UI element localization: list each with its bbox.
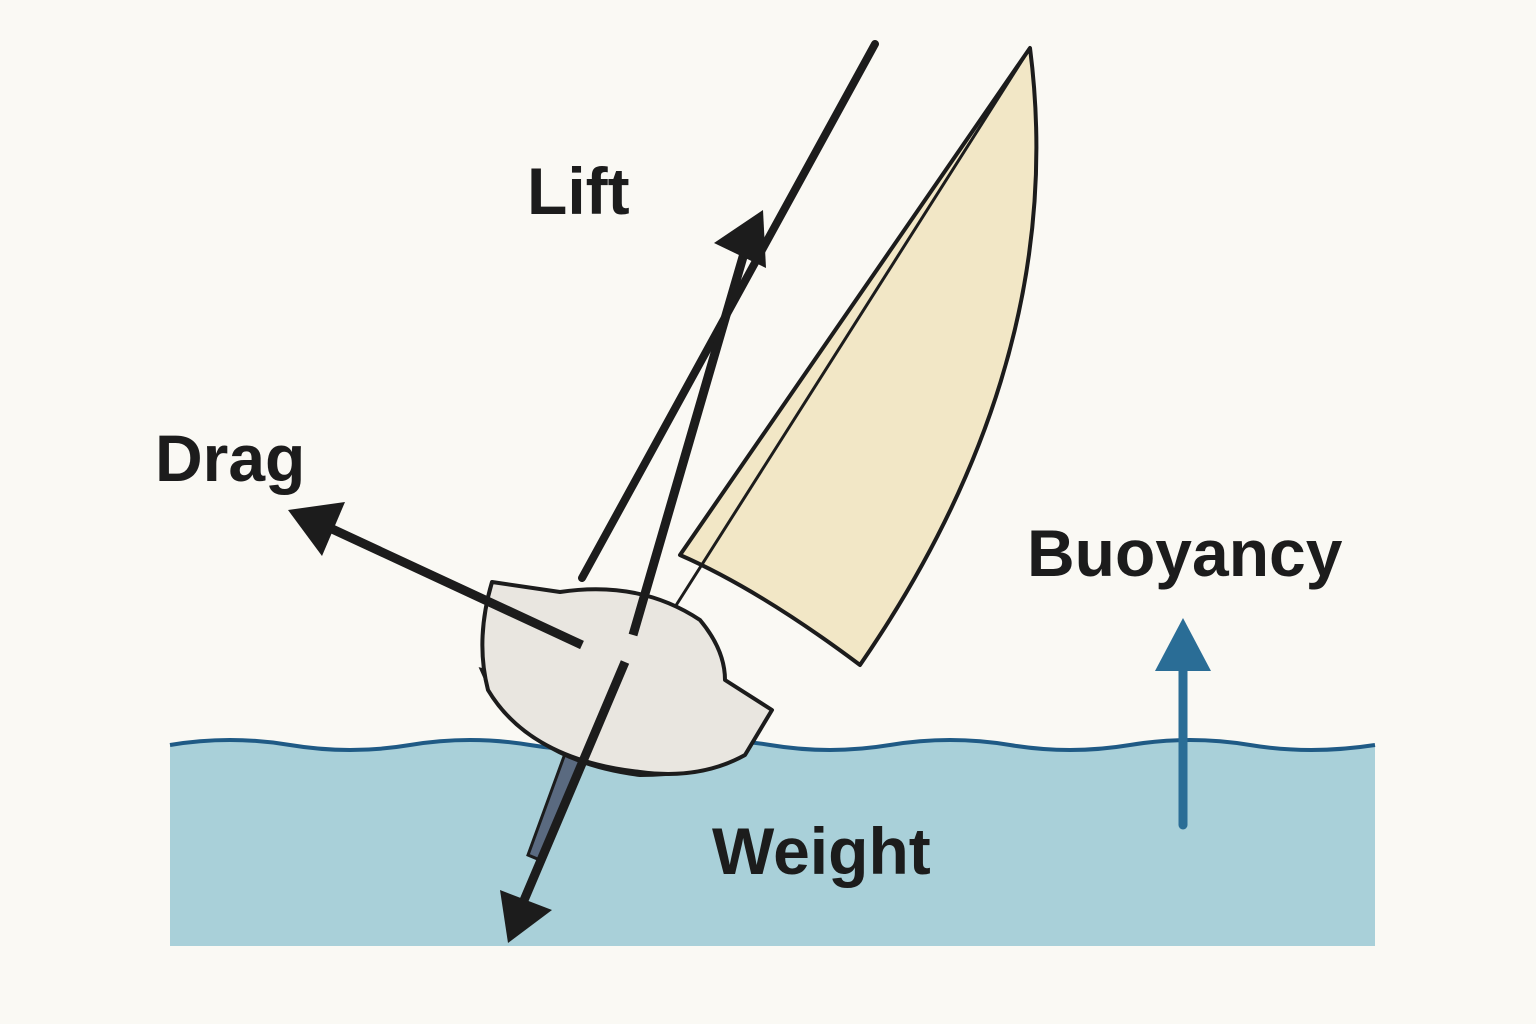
weight-arrow xyxy=(500,660,630,943)
sail xyxy=(678,46,1039,667)
lift-arrow xyxy=(628,210,766,637)
buoyancy-arrow xyxy=(1155,618,1211,830)
buoyancy-label: Buoyancy xyxy=(1027,516,1343,590)
drag-label: Drag xyxy=(155,421,306,495)
drag-arrow xyxy=(288,502,584,650)
weight-label: Weight xyxy=(712,814,931,888)
water-surface-line xyxy=(169,738,1376,752)
lift-label: Lift xyxy=(527,154,630,228)
water xyxy=(170,740,1375,946)
jib-line xyxy=(666,47,1032,619)
